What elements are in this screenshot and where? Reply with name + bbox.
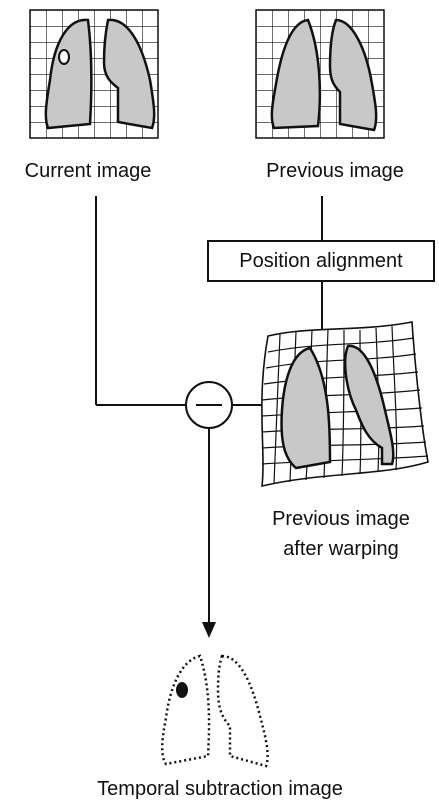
previous-image-thumbnail <box>255 9 385 139</box>
current-nodule-marker <box>58 49 70 65</box>
warped-image-thumbnail <box>261 321 429 488</box>
arrowhead <box>202 622 216 638</box>
position-alignment-label: Position alignment <box>239 249 403 272</box>
result-nodule-marker <box>176 682 188 698</box>
subtraction-operator <box>185 381 233 429</box>
current-right-lung <box>44 18 93 130</box>
previous-right-lung <box>270 18 322 130</box>
previous-image-label: Previous image <box>266 160 404 182</box>
result-left-lung <box>216 654 269 768</box>
previous-left-lung <box>328 18 378 132</box>
result-right-lung <box>161 654 211 766</box>
temporal-subtraction-thumbnail <box>161 654 269 768</box>
warped-image-label-line2: after warping <box>283 538 399 560</box>
position-alignment-box: Position alignment <box>207 240 435 282</box>
warped-left-lung <box>343 344 395 466</box>
warped-image-label-line1: Previous image <box>272 508 410 530</box>
current-image-thumbnail <box>29 9 159 139</box>
current-image-label: Current image <box>24 160 152 182</box>
temporal-subtraction-label: Temporal subtraction image <box>97 778 343 800</box>
connector-lines <box>95 196 323 622</box>
warped-right-lung <box>280 346 332 470</box>
current-left-lung <box>102 18 156 130</box>
